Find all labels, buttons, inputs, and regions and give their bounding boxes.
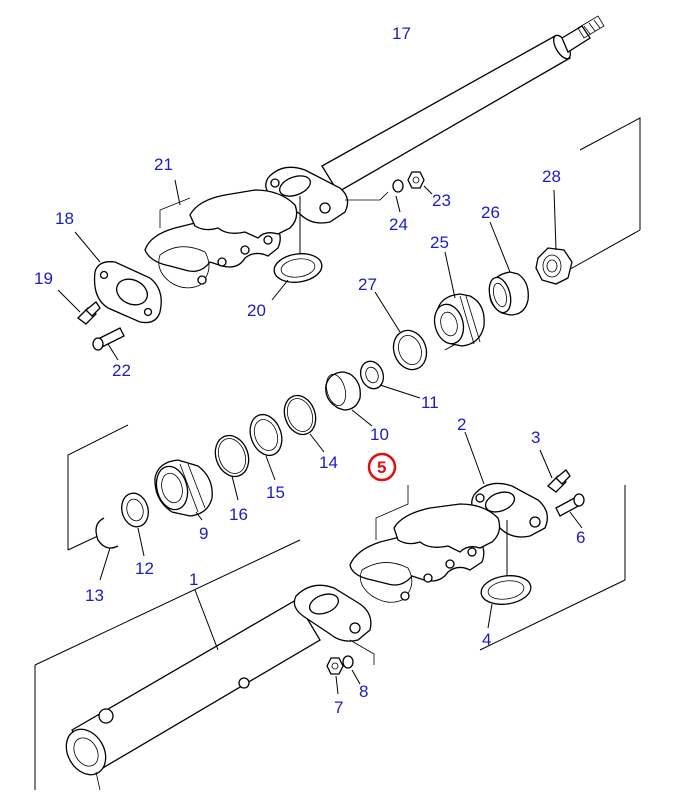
nut-7: [326, 657, 344, 695]
cylinder-head: [154, 459, 213, 521]
label-2[interactable]: 2: [457, 415, 466, 434]
label-28[interactable]: 28: [542, 167, 561, 186]
bolt-upper: [92, 327, 125, 361]
ring-11: [359, 360, 421, 399]
upper-clamp: [144, 179, 298, 289]
piston: [433, 251, 485, 347]
o-ring-14: [283, 394, 325, 453]
label-23[interactable]: 23: [432, 191, 451, 210]
label-3[interactable]: 3: [531, 428, 540, 447]
washer-24: [392, 179, 404, 213]
washer-8: [342, 639, 375, 685]
label-1[interactable]: 1: [189, 570, 198, 589]
label-4[interactable]: 4: [482, 630, 491, 649]
grease-fitting-upper: [57, 289, 101, 325]
label-20[interactable]: 20: [247, 301, 266, 320]
nut-23: [345, 171, 433, 201]
highlight-ring-item-5: [367, 452, 397, 482]
lower-clamp: [349, 485, 501, 603]
seal-ring-20: [271, 253, 323, 301]
label-9[interactable]: 9: [199, 524, 208, 543]
label-15[interactable]: 15: [266, 483, 285, 502]
piston-rod: [265, 15, 605, 258]
bolt-lower: [555, 493, 585, 529]
grease-fitting-lower: [539, 449, 571, 493]
label-12[interactable]: 12: [135, 559, 154, 578]
label-16[interactable]: 16: [229, 505, 248, 524]
bushing-10: [325, 371, 373, 427]
label-7[interactable]: 7: [334, 698, 343, 717]
cylinder-tube: [65, 584, 372, 791]
label-10[interactable]: 10: [370, 425, 389, 444]
bushing-26: [488, 221, 529, 316]
label-19[interactable]: 19: [34, 269, 53, 288]
wear-ring-27: [374, 291, 428, 371]
label-26[interactable]: 26: [481, 203, 500, 222]
label-14[interactable]: 14: [319, 453, 338, 472]
nut-28: [535, 189, 573, 285]
label-6[interactable]: 6: [576, 528, 585, 547]
label-27[interactable]: 27: [358, 275, 377, 294]
label-11[interactable]: 11: [421, 393, 439, 412]
label-21[interactable]: 21: [154, 155, 173, 174]
label-22[interactable]: 22: [112, 361, 131, 380]
snap-ring-13: [95, 517, 119, 581]
label-5[interactable]: 5: [377, 458, 386, 477]
cover-plate: [74, 231, 162, 324]
label-24[interactable]: 24: [389, 215, 408, 234]
label-13[interactable]: 13: [85, 586, 104, 605]
callout-labels: 17 21 18 19 22 20 23 24 28 26 25 27 11 1…: [34, 24, 585, 717]
label-8[interactable]: 8: [359, 682, 368, 701]
label-25[interactable]: 25: [430, 233, 449, 252]
seal-ring-4: [480, 575, 532, 629]
backup-ring-15: [249, 413, 283, 481]
label-17[interactable]: 17: [392, 24, 411, 43]
label-18[interactable]: 18: [55, 209, 74, 228]
dust-seal-12: [121, 492, 149, 557]
o-ring-16: [214, 434, 250, 501]
